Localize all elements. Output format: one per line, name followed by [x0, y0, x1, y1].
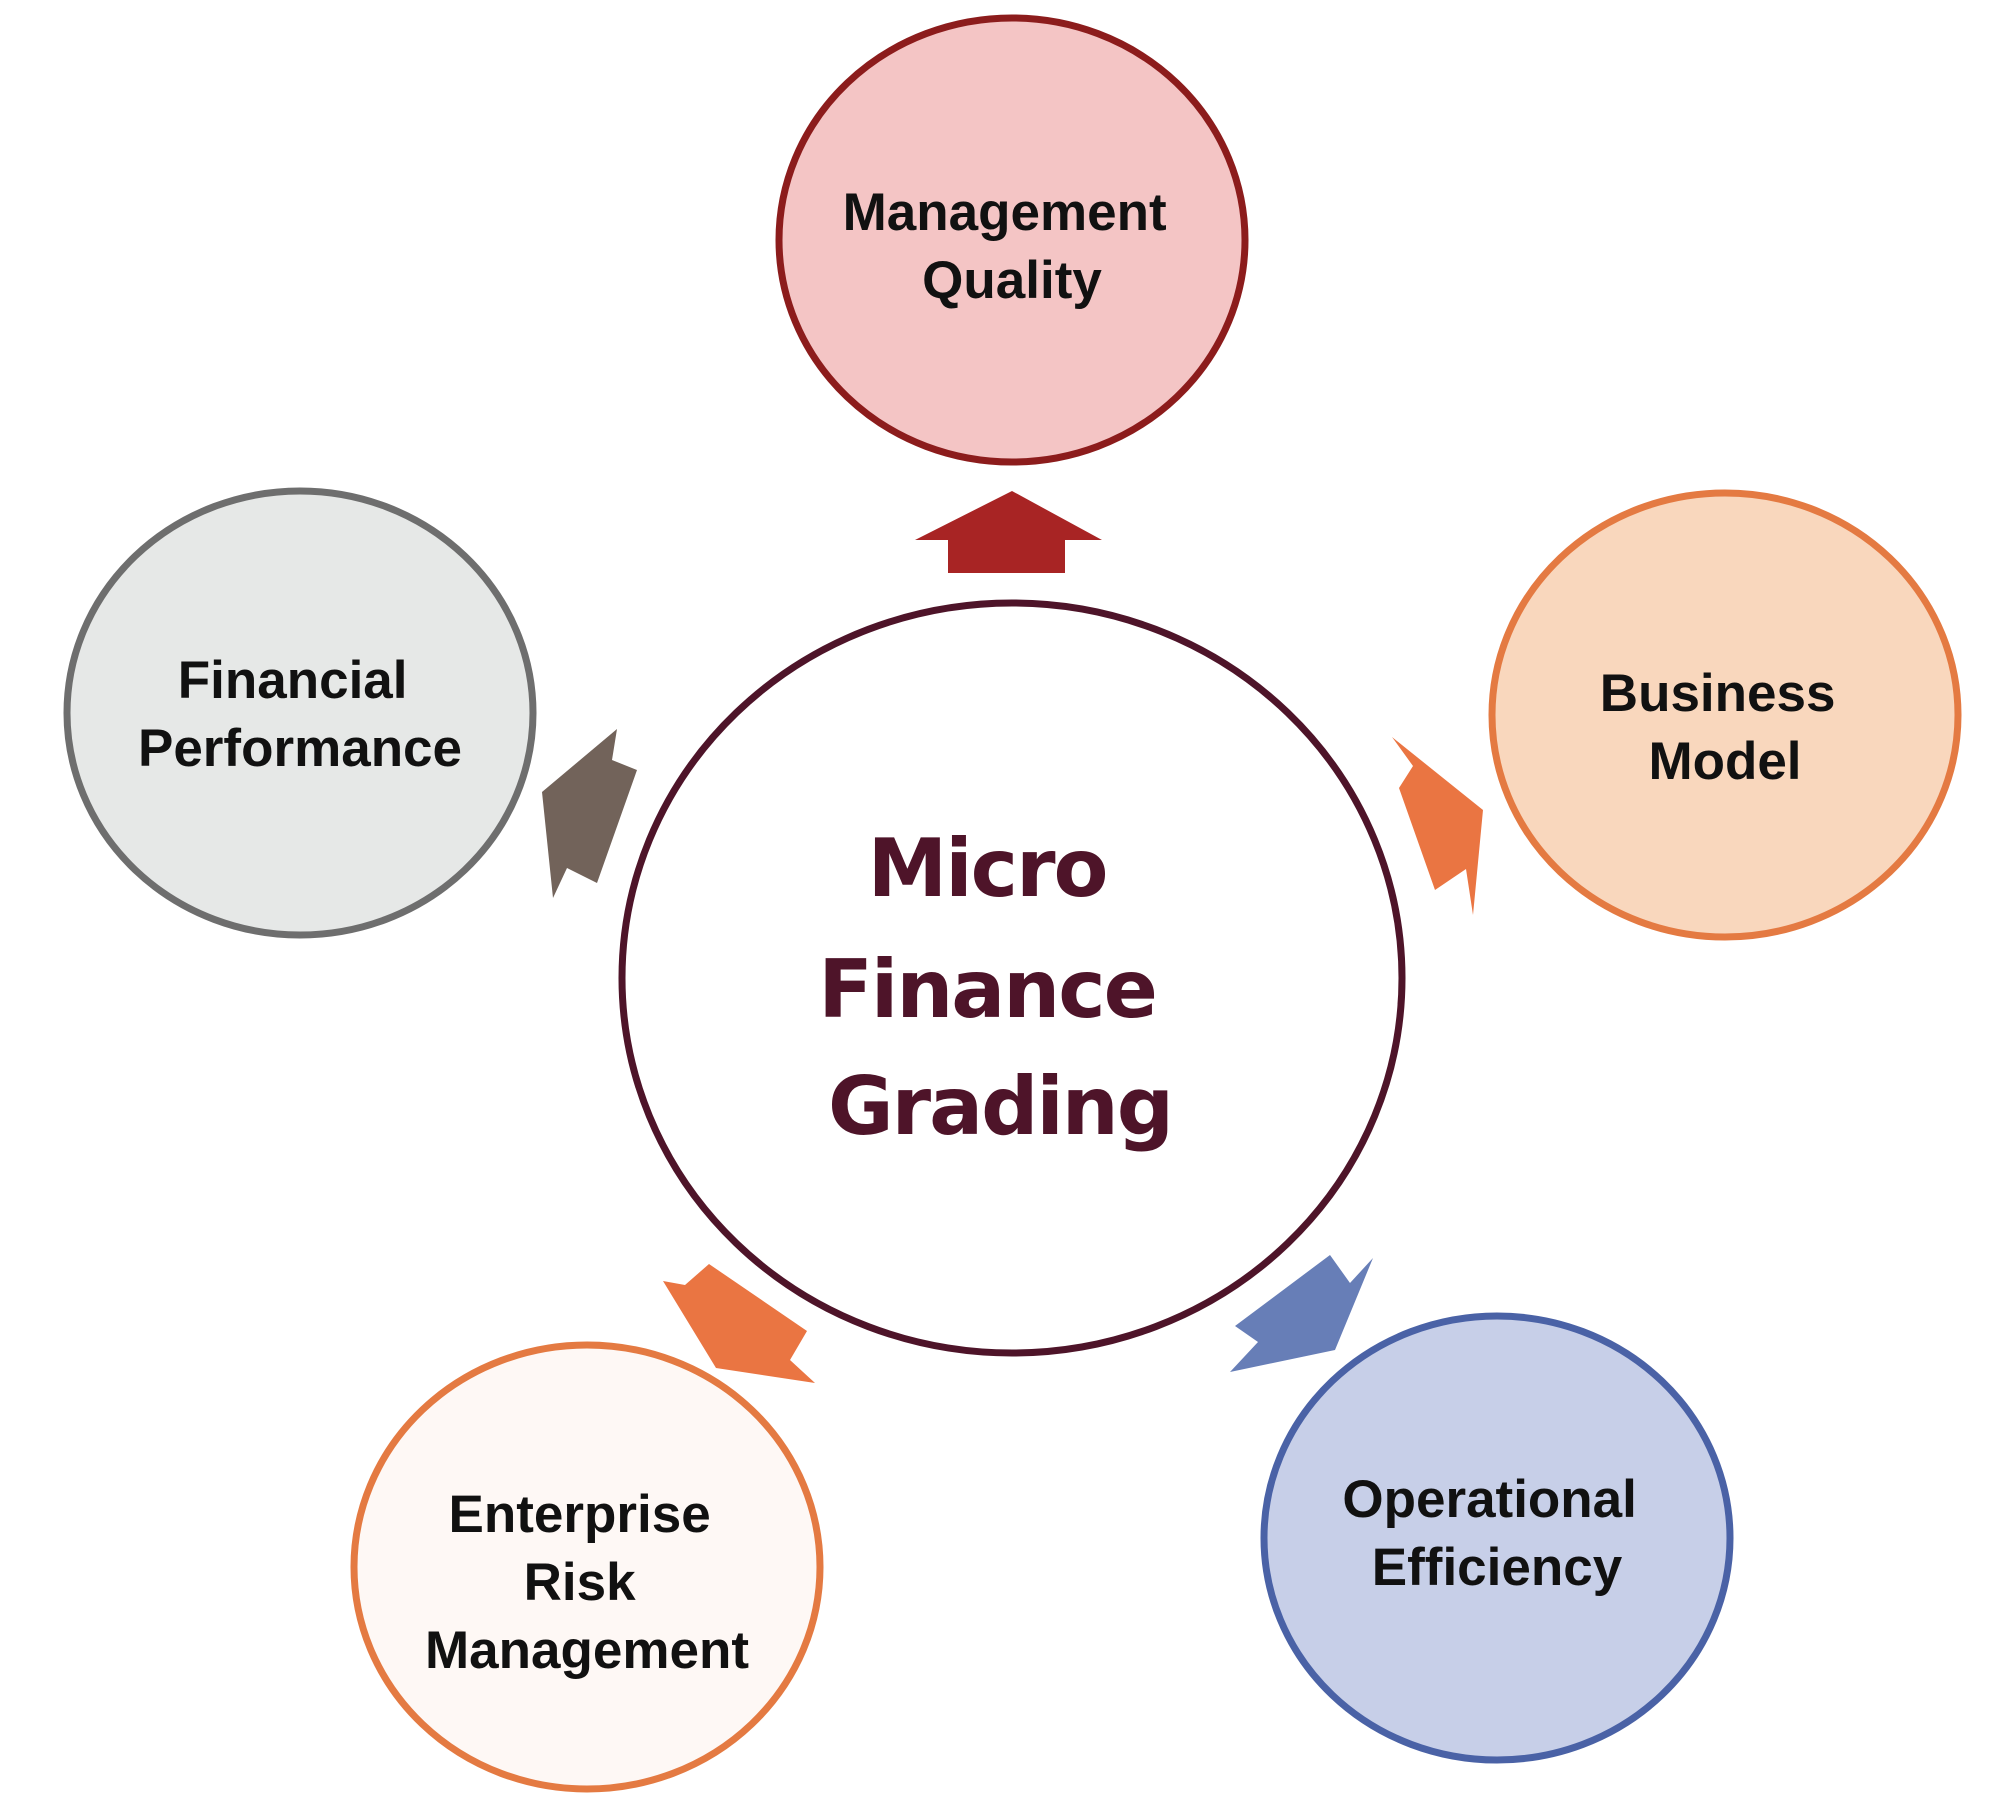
node-financial-performance-line-2: Performance: [138, 719, 462, 778]
node-operational-efficiency-line-2: Efficiency: [1372, 1538, 1623, 1597]
node-business-model-label: Business Model: [1600, 664, 1850, 791]
node-business-model-line-1: Business: [1600, 664, 1836, 723]
node-management-quality: [775, 14, 1249, 466]
node-financial-performance-line-1: Financial: [178, 651, 408, 710]
arrow-to-management-quality: [915, 491, 1102, 573]
node-enterprise-risk-management-line-2: Risk: [524, 1553, 636, 1612]
node-management-quality-line-2: Quality: [922, 251, 1102, 310]
center-label-line-1: Micro: [868, 822, 1107, 915]
node-financial-performance: [63, 487, 537, 939]
center-circle: [618, 599, 1406, 1357]
node-business-model: [1488, 489, 1962, 941]
node-enterprise-risk-management-label: Enterprise Risk Management: [425, 1485, 749, 1680]
node-management-quality-label: Management Quality: [843, 183, 1182, 310]
node-operational-efficiency-label: Operational Efficiency: [1342, 1470, 1651, 1597]
arrow-to-business-model: [1392, 737, 1483, 915]
center-label: Micro Finance Grading: [818, 822, 1182, 1153]
arrow-to-enterprise-risk-management: [663, 1264, 815, 1383]
arrow-to-operational-efficiency: [1230, 1255, 1373, 1372]
node-enterprise-risk-management: [350, 1341, 824, 1793]
node-enterprise-risk-management-line-3: Management: [425, 1621, 749, 1680]
node-operational-efficiency: [1260, 1312, 1734, 1764]
center-label-line-3: Grading: [828, 1060, 1172, 1153]
node-business-model-line-2: Model: [1648, 732, 1801, 791]
center-label-line-2: Finance: [818, 943, 1156, 1036]
node-enterprise-risk-management-line-1: Enterprise: [449, 1485, 711, 1544]
arrow-to-financial-performance: [542, 729, 637, 898]
node-operational-efficiency-line-1: Operational: [1342, 1470, 1637, 1529]
node-financial-performance-label: Financial Performance: [138, 651, 462, 778]
node-management-quality-line-1: Management: [843, 183, 1167, 242]
